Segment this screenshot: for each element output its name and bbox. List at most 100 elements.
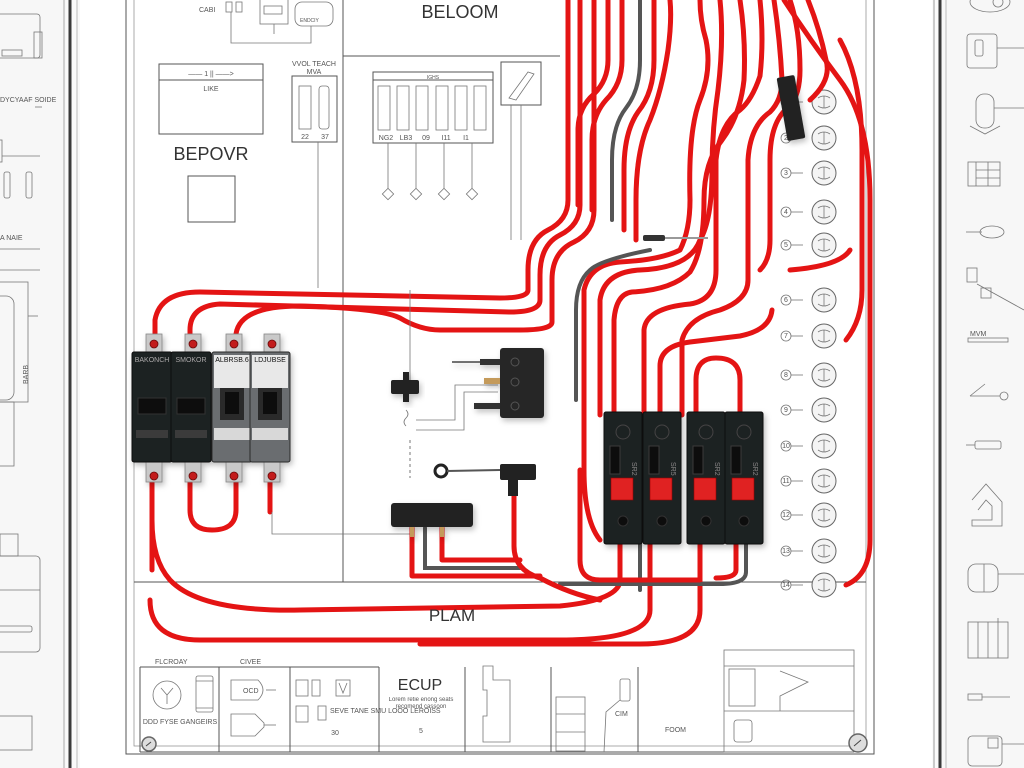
bank-slot-label: 09	[422, 135, 430, 142]
breaker-label-plate	[214, 355, 250, 388]
grid-lines	[134, 0, 866, 583]
breaker-top-label: SMOKOR	[175, 357, 206, 364]
like-box-label: LIKE	[203, 86, 219, 93]
breaker-label-plate	[252, 355, 288, 388]
terminal-screw	[149, 471, 159, 481]
right-breaker: SR2	[686, 411, 726, 545]
outlet-glyph	[817, 293, 831, 307]
circuit-number: 4	[784, 209, 788, 216]
circuit-number: 13	[782, 548, 790, 555]
bank-slot-label: NG2	[379, 135, 394, 142]
breaker-plate	[136, 430, 168, 438]
wire-harness	[147, 0, 873, 647]
breaker-toggle	[176, 397, 206, 415]
meter-box: VVOL TEACH MVA 22 37	[291, 61, 338, 288]
right-icon-plug	[969, 93, 1024, 135]
trip-button	[649, 477, 673, 501]
left-margin-sketch-3	[0, 281, 38, 467]
meter-slot-label-2: 37	[321, 134, 329, 141]
trip-button	[731, 477, 755, 501]
breaker-toggle	[609, 445, 621, 475]
terminal-screw	[267, 471, 277, 481]
left-margin-sketch-2	[0, 139, 40, 199]
coil-symbol	[403, 409, 409, 427]
legend-col4-caption-wrap: Lorem retie enong seats recomend cassoon	[389, 697, 454, 710]
outlet-glyph	[817, 368, 831, 382]
breaker-bar	[214, 428, 250, 440]
sheet-border	[125, 0, 875, 755]
corner-screw-left	[141, 736, 157, 752]
legend-lamp-icon	[603, 678, 631, 753]
bank-slot	[396, 85, 410, 131]
diagram-title: BELOOM	[421, 2, 498, 22]
circuit-row: 12	[780, 502, 837, 528]
circuit-number: 8	[784, 372, 788, 379]
legend-col1-caption: DDD FYSE GANGEIRS	[143, 719, 218, 726]
legend-room-panel	[723, 649, 855, 753]
left-breaker: SMOKOR	[170, 333, 212, 483]
right-icon-switch	[966, 33, 1024, 69]
bank-slot-label: I11	[441, 135, 450, 142]
legend-plug-icon-2	[230, 713, 276, 737]
terminal-screw	[229, 471, 239, 481]
breaker-dial-icon	[736, 424, 752, 440]
circuit-row: 9	[780, 397, 837, 423]
breaker-side-label: SR2	[751, 462, 758, 476]
right-icon-probe	[967, 693, 1010, 701]
t-connector	[391, 372, 419, 402]
meter-label-1: VVOL TEACH	[292, 61, 336, 68]
outlet-glyph	[817, 131, 831, 145]
right-breaker: SR5	[642, 411, 682, 545]
outlet-glyph	[817, 95, 831, 109]
legend-plug-icon-1: OCD	[230, 679, 276, 701]
legend-col4-number: 5	[419, 728, 423, 735]
right-icon-pin	[966, 440, 1002, 450]
bank-slot	[415, 85, 429, 131]
legend-col7-label: FOOM	[665, 727, 686, 734]
left-panel-title: BEPOVR	[173, 144, 248, 164]
right-margin-label: MVM	[970, 331, 987, 338]
legend-col6-label: CIM	[615, 711, 628, 718]
circuit-number: 3	[784, 170, 788, 177]
trip-button	[610, 477, 634, 501]
bank-slot-label: LB3	[400, 135, 413, 142]
top-small-label: CABI	[199, 7, 215, 14]
right-breaker-group: SR2 SR5 SR2 SR2	[603, 411, 764, 545]
left-margin-label-3: BARB	[23, 365, 30, 384]
terminal-screw	[188, 471, 198, 481]
legend-shelf-icon	[555, 696, 586, 752]
right-icon-grid	[967, 161, 1001, 187]
legend-fuse-icon	[482, 665, 511, 743]
left-margin-strip: DYCYAAF SOIDE A NAIE BARB	[0, 0, 78, 768]
outlet-glyph	[817, 205, 831, 219]
reset-hole	[700, 515, 712, 527]
center-components	[391, 75, 806, 537]
breaker-dial-icon	[698, 424, 714, 440]
breaker-top-label: LDJUBSE	[254, 357, 286, 364]
right-breaker: SR2	[724, 411, 764, 545]
breaker-dial-icon	[615, 424, 631, 440]
breaker-side-label: SR2	[630, 462, 637, 476]
screwdriver-probe	[643, 235, 708, 241]
top-cabinet-sketch: CABI ENDCIY	[199, 0, 334, 44]
circuit-number: 12	[782, 512, 790, 519]
bank-diamond	[437, 187, 451, 201]
circuit-row: 8	[780, 362, 837, 388]
bank-slot	[473, 85, 487, 131]
breaker-side-label: SR5	[669, 462, 676, 476]
bank-diamond	[409, 187, 423, 201]
breaker-toggle	[692, 445, 704, 475]
tool-box	[500, 61, 542, 240]
legend-col2-title: CIVEE	[240, 659, 261, 666]
left-margin-label-1: DYCYAAF SOIDE	[0, 97, 57, 104]
right-icon-hook	[969, 383, 1009, 401]
legend: FLCROAY CIVEE DDD FYSE GANGEIRS OCD SEVE…	[139, 649, 868, 753]
terminal-screw	[229, 339, 239, 349]
legend-col1-title: FLCROAY	[155, 659, 188, 666]
breaker-side-label: SR2	[713, 462, 720, 476]
bank-slot	[454, 85, 468, 131]
